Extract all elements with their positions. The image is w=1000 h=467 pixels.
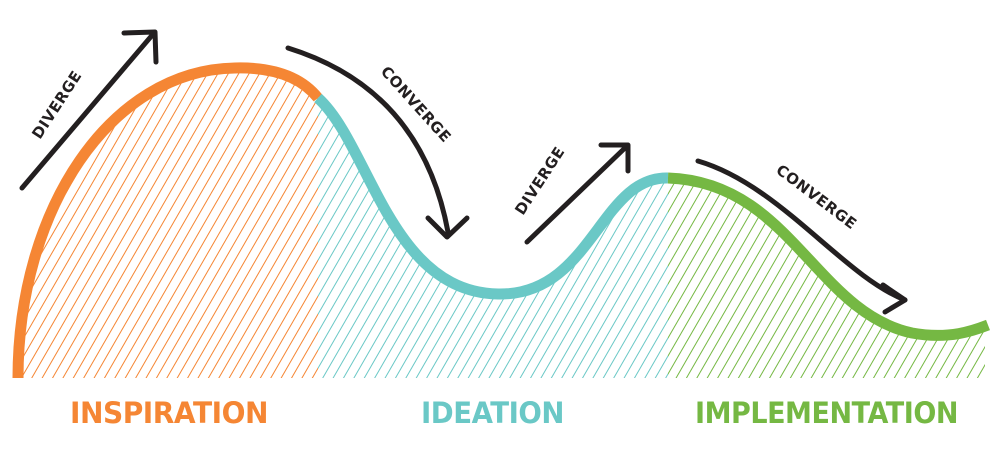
- implementation-hatch-area: [668, 178, 985, 378]
- diverge-label-1: DIVERGE: [28, 67, 85, 142]
- inspiration-curve: [12, 62, 323, 379]
- ideation-curve: [314, 93, 669, 300]
- converge-label-2: CONVERGE: [773, 161, 861, 233]
- diverge-arrow-2: [524, 142, 631, 245]
- ideation-hatch-area: [318, 98, 668, 378]
- phase-label-ideation: IDEATION: [421, 396, 564, 430]
- implementation-curve: [667, 172, 990, 341]
- inspiration-hatch-area: [18, 67, 318, 378]
- phase-label-inspiration: INSPIRATION: [70, 396, 268, 430]
- converge-arrow-1: [285, 45, 470, 240]
- phase-label-implementation: IMPLEMENTATION: [695, 396, 958, 430]
- diverge-arrow-1: [19, 29, 159, 191]
- converge-arrow-2: [695, 158, 908, 315]
